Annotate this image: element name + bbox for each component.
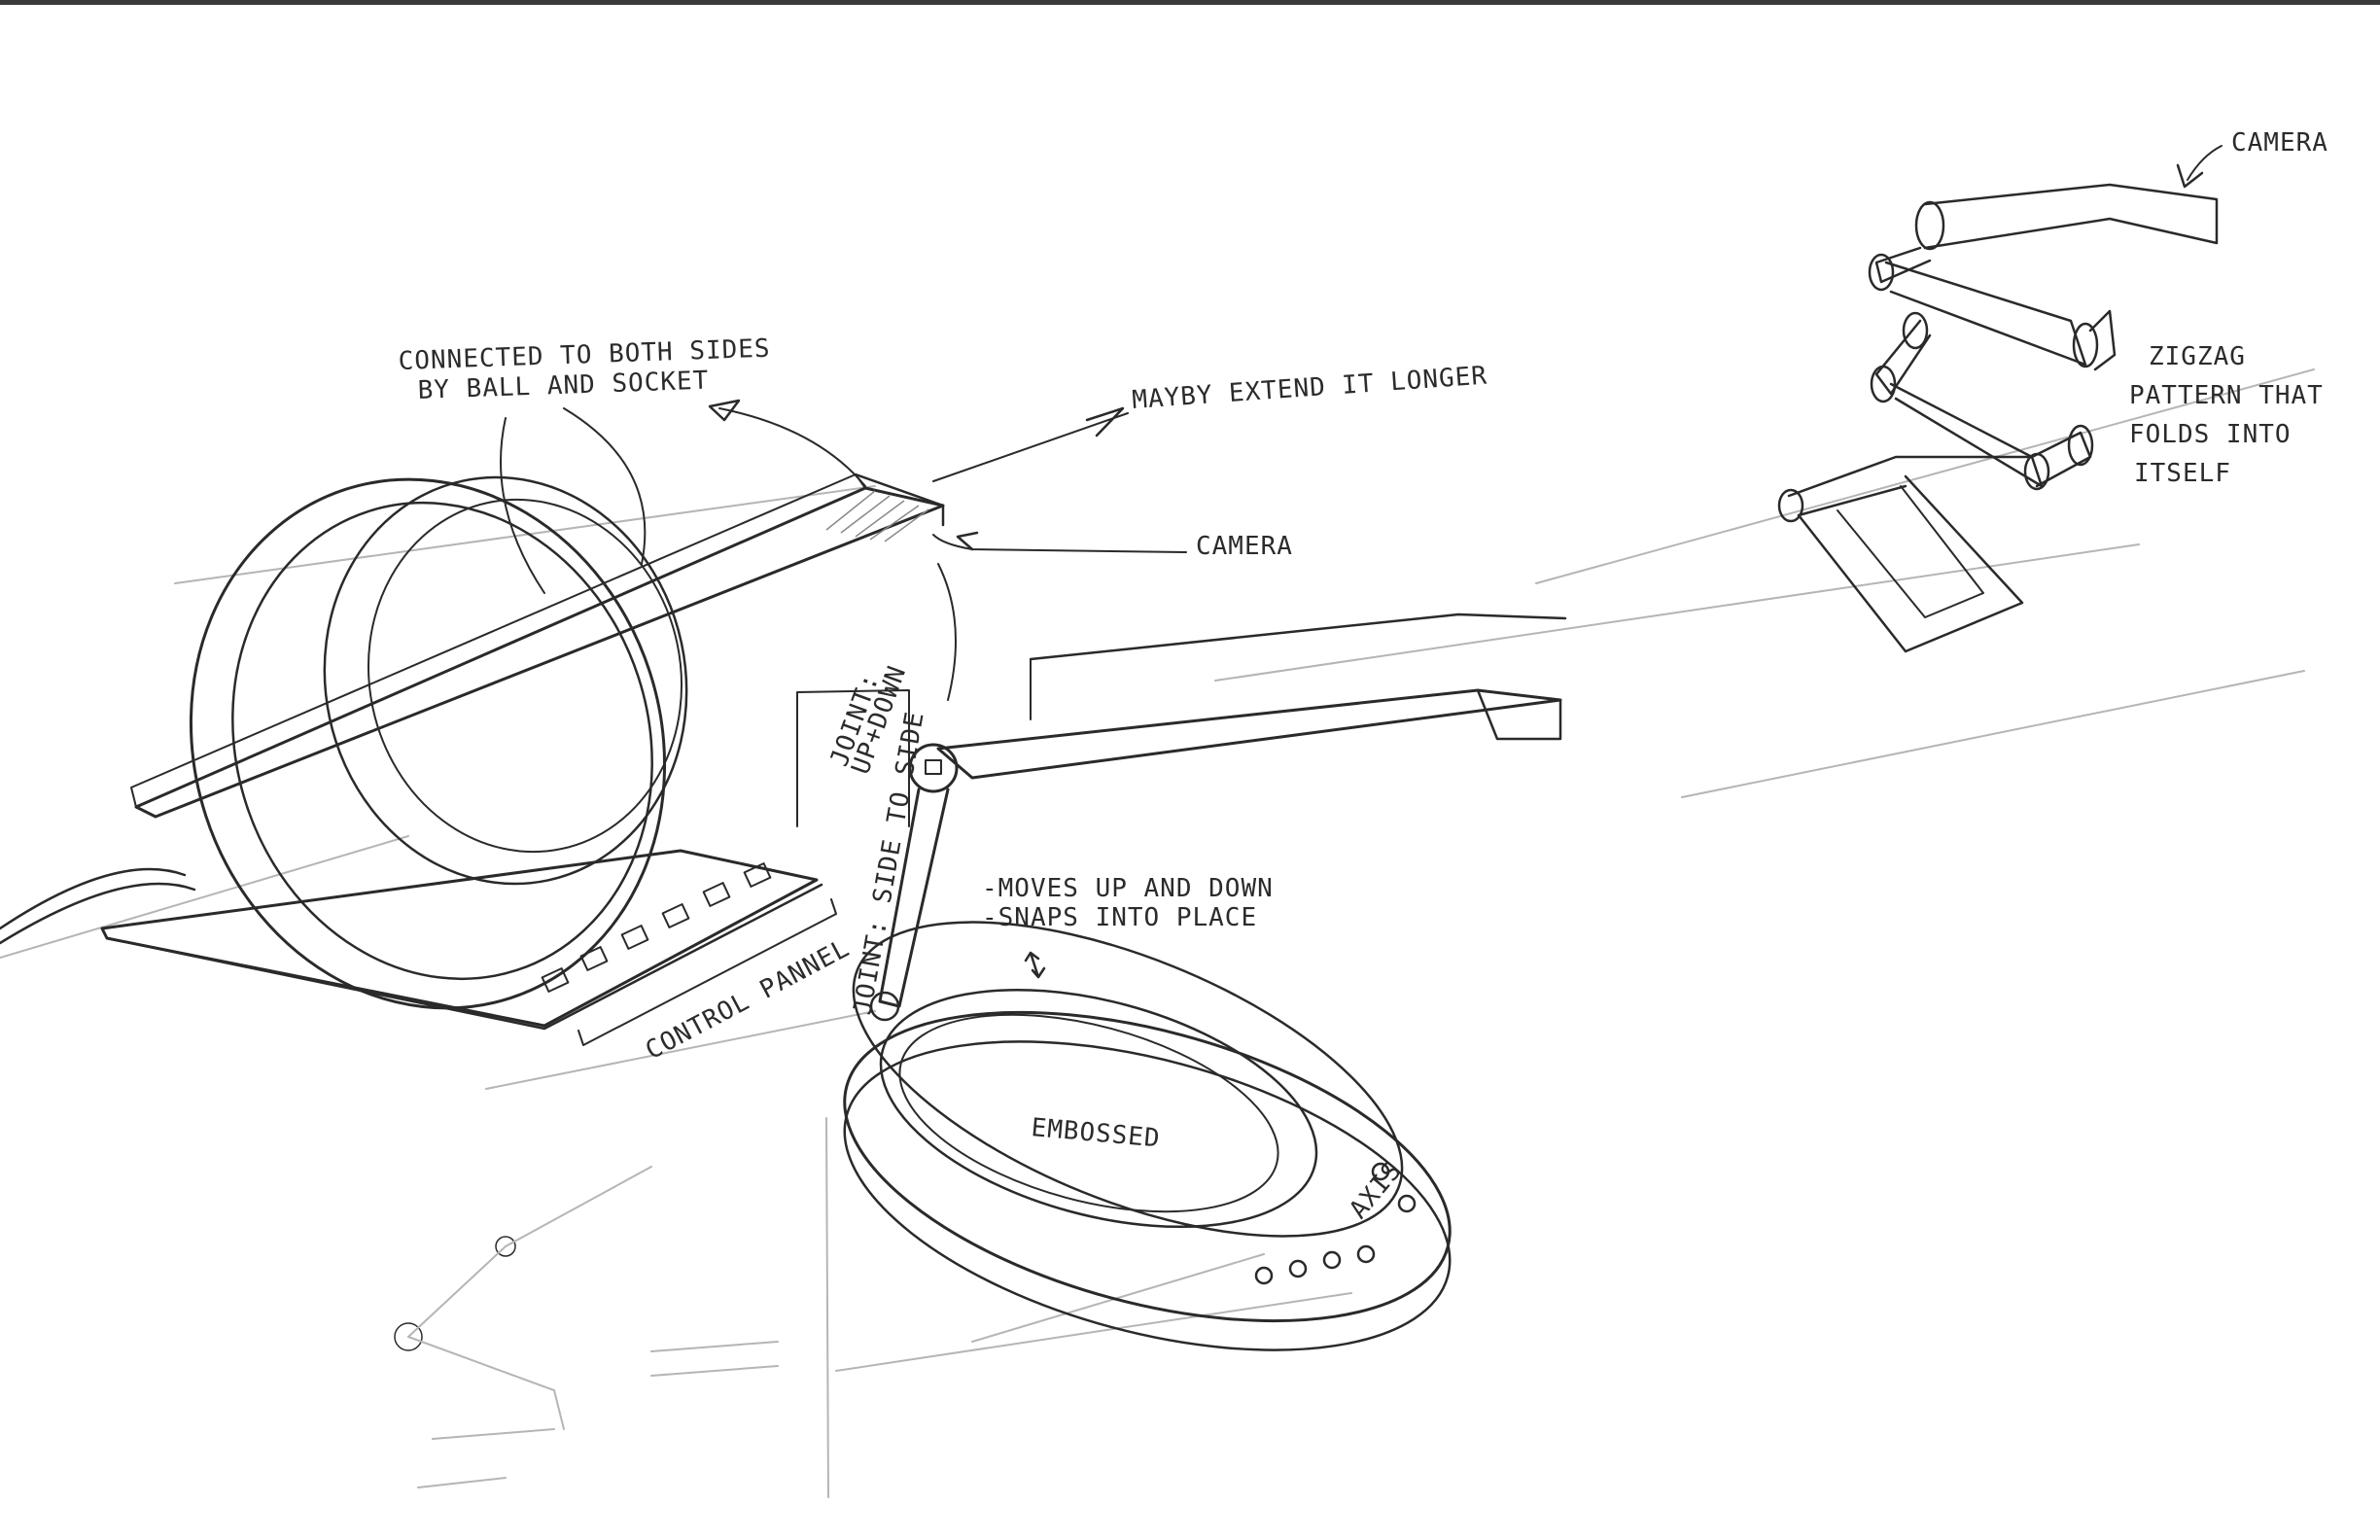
annotation-zigzag-3: FOLDS INTO xyxy=(2129,420,2292,449)
construction-lines xyxy=(0,368,2315,1498)
annotation-extend-longer: MAYBY EXTEND IT LONGER xyxy=(1131,361,1488,414)
annotation-camera-center: CAMERA xyxy=(1196,532,1293,561)
camera-hatch xyxy=(825,490,929,542)
annotation-zigzag-1: ZIGZAG xyxy=(2149,342,2246,371)
annotation-zigzag-2: PATTERN THAT xyxy=(2129,381,2324,410)
ring-device-sketch xyxy=(0,472,945,1046)
arm-device-sketch xyxy=(796,612,1567,1351)
annotation-zigzag-4: ITSELF xyxy=(2134,459,2231,488)
annotation-embossed: EMBOSSED xyxy=(1030,1113,1161,1153)
leader-lines xyxy=(500,145,2222,701)
thumbnail-arm-sketch xyxy=(394,1166,779,1488)
annotation-moves-2: -SNAPS INTO PLACE xyxy=(982,903,1257,932)
control-buttons xyxy=(541,862,772,993)
paper-edge xyxy=(0,0,2380,5)
zigzag-arm-sketch xyxy=(1777,183,2219,653)
annotation-camera-right: CAMERA xyxy=(2231,128,2328,158)
annotation-moves-1: -MOVES UP AND DOWN xyxy=(982,874,1274,903)
